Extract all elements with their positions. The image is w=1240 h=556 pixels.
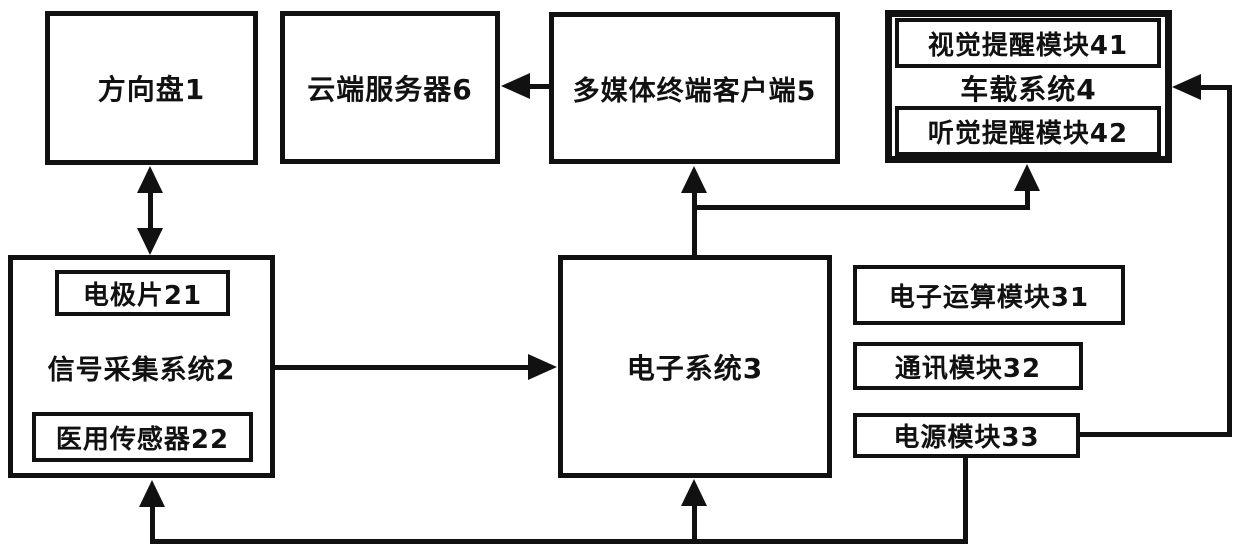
node-vehicle-system-label: 车载系统4	[960, 73, 1097, 106]
edge-steering-signal-arrowhead-down	[137, 228, 163, 255]
edge-electronic-client-arrowhead	[681, 166, 707, 193]
node-electrode-pad-label: 电极片21	[82, 280, 203, 311]
node-medical-sensor-label: 医用传感器22	[55, 424, 230, 455]
node-multimedia-client: 多媒体终端客户端5	[549, 12, 840, 164]
signal-collection-label-row: 信号采集系统2	[13, 349, 270, 386]
node-communication-module-label: 通讯模块32	[894, 353, 1042, 384]
node-cloud-server-label: 云端服务器6	[307, 72, 473, 106]
node-multimedia-client-label: 多媒体终端客户端5	[572, 75, 817, 107]
edge-power-bottom-hline	[150, 539, 968, 544]
node-cloud-server: 云端服务器6	[280, 11, 500, 164]
edge-power-down-vline	[963, 458, 968, 544]
node-power-module-label: 电源模块33	[893, 423, 1040, 453]
node-vehicle-system: 视觉提醒模块41 车载系统4 听觉提醒模块42	[885, 10, 1172, 163]
node-steering-wheel-label: 方向盘1	[97, 73, 206, 106]
node-computing-module-label: 电子运算模块31	[888, 282, 1090, 313]
node-electrode-pad: 电极片21	[55, 270, 230, 316]
edge-power-vehicle-arrowhead	[1172, 74, 1201, 100]
node-medical-sensor: 医用传感器22	[32, 412, 253, 462]
node-signal-collection-system: 电极片21 信号采集系统2 医用传感器22	[8, 255, 275, 478]
edge-electronic-vehicle-vline	[1025, 188, 1030, 210]
edge-power-electronic-arrowhead	[681, 479, 707, 506]
edge-client-cloud-arrowhead	[501, 73, 530, 99]
edge-power-signal-vline	[150, 506, 155, 542]
node-visual-alert-module-label: 视觉提醒模块41	[927, 30, 1129, 61]
vehicle-system-label-row: 车载系统4	[890, 71, 1167, 106]
edge-power-vehicle-vline	[1227, 85, 1232, 437]
edge-electronic-vehicle-arrowhead	[1014, 164, 1040, 191]
edge-signal-electronic-arrowhead	[528, 354, 557, 380]
node-communication-module: 通讯模块32	[853, 342, 1083, 390]
edge-signal-electronic-line	[275, 365, 530, 370]
node-electronic-system-label: 电子系统3	[626, 351, 764, 385]
edge-power-signal-arrowhead	[139, 480, 165, 507]
node-power-module: 电源模块33	[853, 413, 1080, 458]
node-computing-module: 电子运算模块31	[853, 265, 1125, 325]
node-auditory-alert-module: 听觉提醒模块42	[895, 106, 1161, 156]
edge-electronic-vehicle-hline	[692, 205, 1030, 210]
edge-power-vehicle-hline-top	[1201, 85, 1232, 90]
edge-electronic-client-line	[692, 190, 697, 255]
node-signal-collection-system-label: 信号采集系统2	[47, 354, 236, 386]
edge-client-cloud-line	[527, 84, 549, 89]
node-auditory-alert-module-label: 听觉提醒模块42	[927, 118, 1129, 149]
edge-power-vehicle-hline-bottom	[1080, 432, 1232, 437]
edge-steering-signal-arrowhead-up	[137, 166, 163, 193]
node-electronic-system: 电子系统3	[558, 255, 832, 478]
node-visual-alert-module: 视觉提醒模块41	[895, 18, 1161, 68]
node-steering-wheel: 方向盘1	[45, 11, 258, 165]
edge-steering-signal-line	[148, 186, 153, 236]
edge-power-electronic-vline	[692, 506, 697, 542]
